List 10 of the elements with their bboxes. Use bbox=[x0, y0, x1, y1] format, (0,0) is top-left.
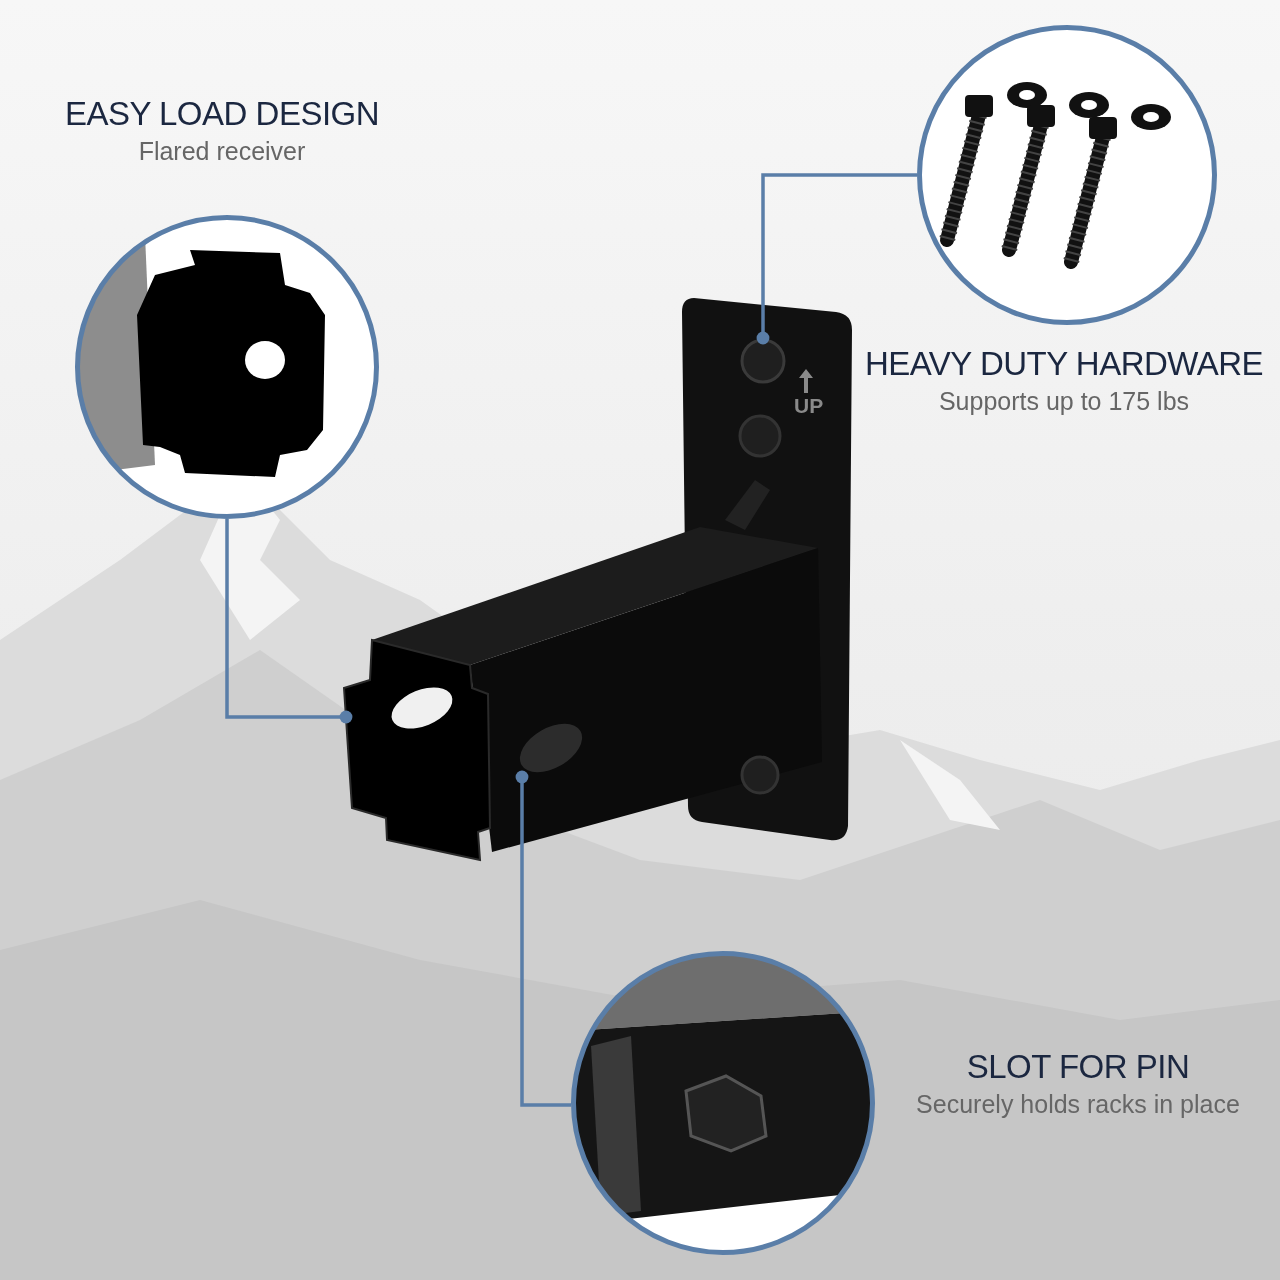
callout-heading: HEAVY DUTY HARDWARE bbox=[864, 345, 1264, 383]
callout-description: Supports up to 175 lbs bbox=[938, 387, 1190, 416]
callout-heading: SLOT FOR PIN bbox=[966, 1048, 1190, 1086]
callout-description: Securely holds racks in place bbox=[916, 1090, 1240, 1119]
leader-line bbox=[756, 173, 917, 345]
callout-heading: EASY LOAD DESIGN bbox=[64, 95, 380, 133]
leader-line bbox=[515, 770, 571, 1107]
plate-marking: UP bbox=[794, 394, 824, 418]
callout-description: Flared receiver bbox=[138, 137, 306, 166]
leader-line bbox=[225, 519, 353, 724]
